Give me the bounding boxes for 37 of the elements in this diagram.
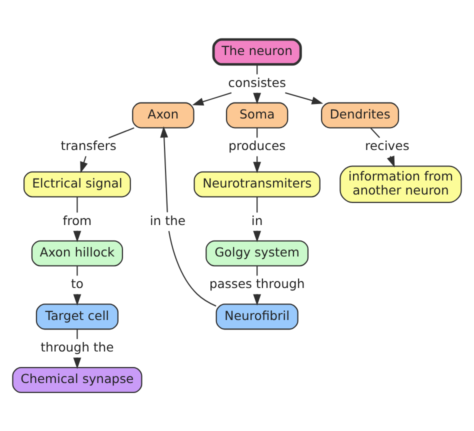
node-box: Axon hillock [31,240,124,266]
node-box: Soma [226,102,288,128]
node-text: in [251,212,263,228]
connector [256,266,258,276]
node-box: Dendrites [321,102,400,128]
arrow [160,126,168,212]
node-text: produces [228,138,286,153]
node-text: from [62,212,92,228]
node-box: information from another neuron [340,165,462,202]
node-box: The neuron [212,38,302,66]
connector [256,128,258,138]
node-text: consistes [228,74,286,90]
connector [76,196,78,212]
node-text: in the [150,212,186,228]
connector [76,266,78,276]
node-box: Axon [132,102,194,128]
connector [108,126,134,138]
node-box: Neurofibril [216,303,298,330]
connector [168,230,216,306]
connector [256,196,258,212]
node-box: Neurotransmiters [194,170,320,197]
node-text: recives [365,138,410,153]
node-box: Chemical synapse [12,366,142,393]
arrow [285,92,324,104]
connector [76,328,78,339]
node-text: to [70,276,84,291]
node-text: through the [40,339,114,354]
connector [370,127,380,138]
arrow [73,294,82,306]
node-text: passes through [209,276,305,291]
node-box: Elctrical signal [23,170,131,197]
arrow [80,156,88,173]
arrow [192,92,232,105]
node-box: Golgy system [206,240,309,266]
node-box: Target cell [36,303,118,330]
connector [256,64,258,74]
node-text: transfers [60,138,116,153]
